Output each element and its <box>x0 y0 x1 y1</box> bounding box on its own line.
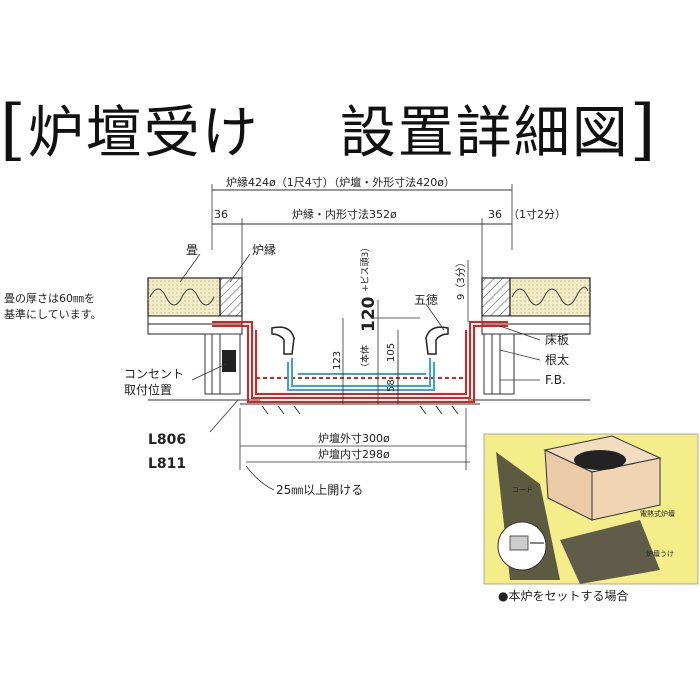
left-36: 36 <box>214 208 228 221</box>
outer-dimension: 炉縁424ø（1尺4寸）（炉壇・外形寸法420ø） <box>211 175 513 250</box>
dim-123: 123 <box>332 351 343 370</box>
inset-electric: 電熱式炉壇 <box>640 509 675 518</box>
inner-dim-text: 炉縁・内形寸法352ø <box>292 207 397 221</box>
joists <box>148 333 590 401</box>
dim-58: 58 <box>386 379 397 392</box>
label-gotoku: 五徳 <box>414 292 438 307</box>
inset-cord: コード <box>512 486 533 494</box>
label-L811: L811 <box>148 456 186 472</box>
dim-120-post: +ビス頭3） <box>360 243 371 292</box>
inset-caption: ●本炉をセットする場合 <box>498 588 628 603</box>
title-bracket-close: ] <box>629 91 658 168</box>
tatami-note-1: 畳の厚さは60㎜を <box>4 292 95 305</box>
inset-receiver: 炉壇うけ <box>646 549 674 558</box>
left-tatami <box>147 277 243 335</box>
label-tatami: 畳 <box>186 243 198 257</box>
title-part1: 炉壇受け <box>27 101 260 166</box>
inner-pot <box>287 358 435 391</box>
outlet-label-2: 取付位置 <box>124 382 172 397</box>
outer-dim-text: 炉縁424ø（1尺4寸）（炉壇・外形寸法420ø） <box>226 175 455 189</box>
dim-120: 120 <box>359 296 379 332</box>
rodan-outer-dim: 炉壇外寸300ø <box>318 431 390 445</box>
right-tatami <box>481 277 591 335</box>
right-36: 36 <box>488 208 502 221</box>
rodan-inner-dim: 炉壇内寸298ø <box>318 447 390 461</box>
outlet-label-1: コンセント <box>124 367 184 381</box>
right-36-note: （1寸2分） <box>508 207 566 221</box>
base-ground <box>240 403 480 415</box>
inset-illustration <box>483 433 699 585</box>
dim-105: 105 <box>386 343 397 362</box>
outlet-box <box>222 350 236 372</box>
label-L806: L806 <box>148 432 186 448</box>
label-neda: 根太 <box>545 352 569 367</box>
tatami-note-2: 基準にしています。 <box>4 307 102 321</box>
dim-120-pre: （本体 <box>359 345 371 372</box>
gap-note: 25㎜以上開ける <box>276 483 363 497</box>
vertical-dims <box>342 260 469 404</box>
title-part2: 設置詳細図 <box>339 101 630 166</box>
title-bracket-open: [ <box>0 91 28 168</box>
label-fb: F.B. <box>545 373 566 387</box>
leader-lines <box>179 253 541 433</box>
dim-9: 9（3分） <box>455 257 467 300</box>
label-yukaita: 床板 <box>545 333 569 347</box>
gotoku <box>271 326 449 355</box>
bottom-dims <box>239 408 470 491</box>
label-robuchi: 炉縁 <box>252 242 276 257</box>
inner-dimension: 36 炉縁・内形寸法352ø 36 （1寸2分） <box>212 207 566 300</box>
page-title: [炉壇受け 設置詳細図] <box>0 88 700 168</box>
